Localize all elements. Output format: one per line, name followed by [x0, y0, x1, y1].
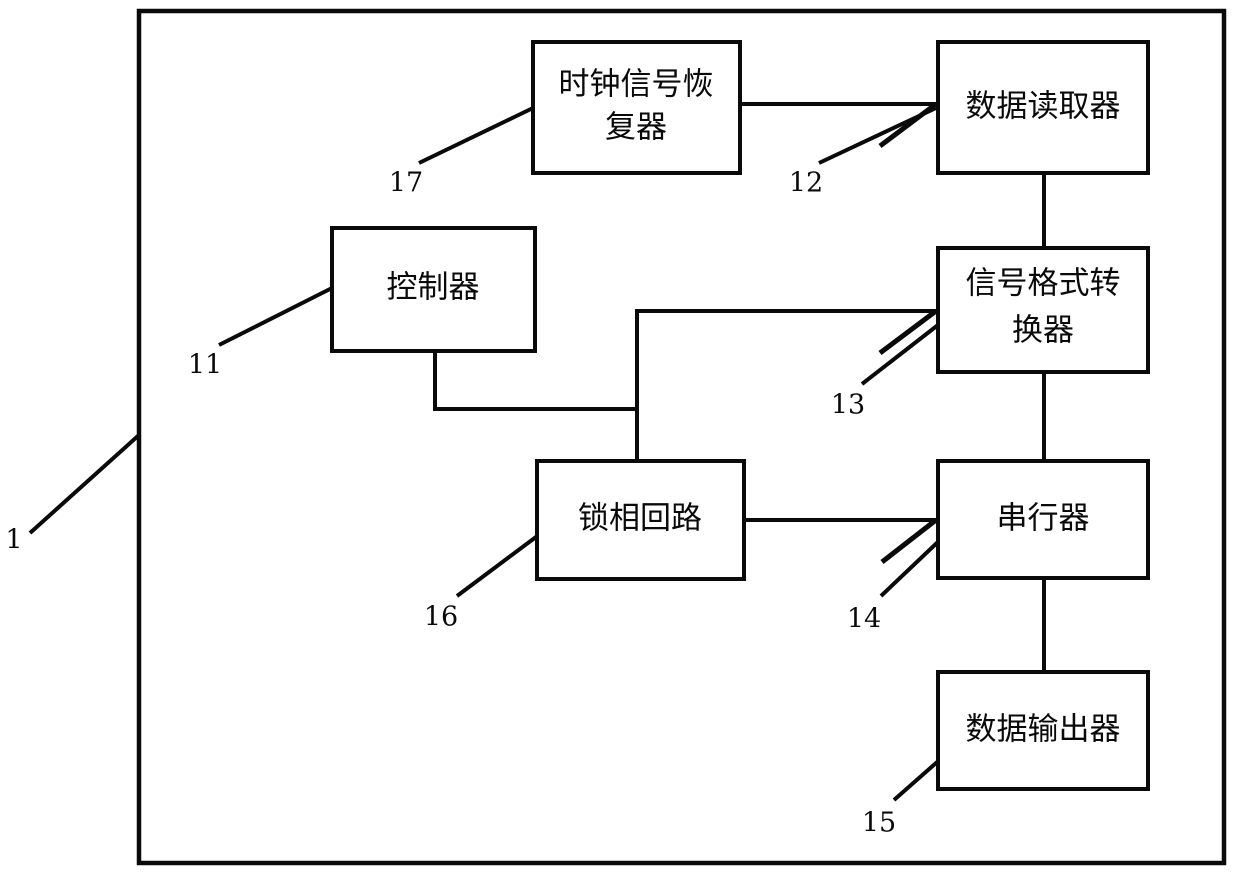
block-signal-format-converter-box[interactable]	[936, 246, 1150, 374]
block-signal-format-converter-label-line1: 信号格式转	[966, 266, 1121, 302]
leader-line-frame	[28, 433, 141, 535]
block-clock-recovery[interactable]: 时钟信号恢 复器	[531, 40, 742, 175]
block-clock-recovery-label-line1: 时钟信号恢	[559, 67, 714, 103]
block-data-output[interactable]: 数据输出器	[936, 670, 1150, 791]
block-data-reader-label: 数据读取器	[966, 89, 1121, 125]
leader-line-data-output	[892, 754, 946, 802]
block-data-reader[interactable]: 数据读取器	[936, 40, 1150, 175]
block-controller-box[interactable]	[330, 226, 537, 353]
arrowhead-pll-to-serializer	[880, 518, 938, 564]
block-signal-format-converter-label-line2: 换器	[1012, 313, 1074, 349]
leader-line-clock-recovery	[418, 106, 534, 165]
block-controller-label: 控制器	[387, 270, 480, 306]
leader-line-controller	[218, 286, 333, 347]
ref-numeral-data-output: 15	[862, 808, 896, 839]
block-phase-locked-loop-box[interactable]	[535, 459, 746, 581]
arrowhead-trunk-to-converter	[878, 309, 938, 355]
block-controller[interactable]: 控制器	[330, 226, 537, 353]
block-serializer-box[interactable]	[936, 459, 1150, 580]
block-signal-format-converter[interactable]: 信号格式转 换器	[936, 246, 1150, 374]
leader-line-pll	[455, 532, 542, 598]
block-serializer-label: 串行器	[997, 501, 1090, 537]
wire-controller-to-trunk	[433, 349, 639, 411]
block-data-reader-box[interactable]	[936, 40, 1150, 175]
block-phase-locked-loop-label: 锁相回路	[578, 501, 702, 537]
block-data-output-label: 数据输出器	[966, 712, 1121, 748]
ref-numeral-pll: 16	[424, 602, 458, 633]
ref-numeral-converter: 13	[831, 390, 865, 421]
ref-numeral-controller: 11	[188, 350, 222, 381]
block-serializer[interactable]: 串行器	[936, 459, 1150, 580]
leader-line-data-reader	[818, 106, 937, 165]
ref-numeral-clock-recovery: 17	[389, 168, 423, 199]
block-clock-recovery-label-line2: 复器	[605, 110, 667, 146]
block-data-output-box[interactable]	[936, 670, 1150, 791]
block-phase-locked-loop[interactable]: 锁相回路	[535, 459, 746, 581]
ref-numeral-data-reader: 12	[789, 168, 823, 199]
ref-numeral-frame: 1	[5, 525, 22, 556]
block-clock-recovery-box[interactable]	[531, 40, 742, 175]
leader-line-converter	[860, 323, 940, 386]
leader-line-serializer	[879, 538, 942, 598]
ref-numeral-serializer: 14	[847, 604, 881, 635]
